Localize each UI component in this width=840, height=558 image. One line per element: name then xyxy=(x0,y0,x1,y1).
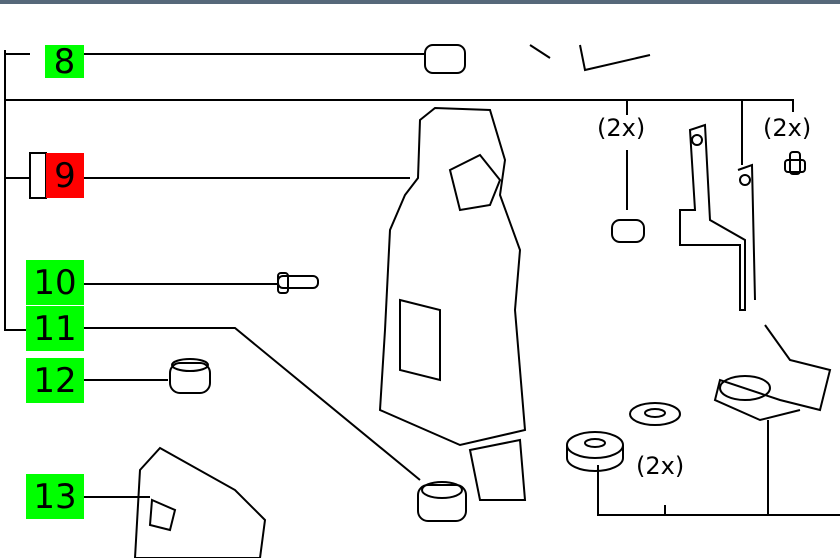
top-bar xyxy=(0,0,840,4)
callout-13[interactable]: 13 xyxy=(26,474,84,519)
part-10-screw xyxy=(277,272,319,294)
part-top-screw xyxy=(529,44,651,72)
callout-9[interactable]: 9 xyxy=(46,153,84,198)
callout-11[interactable]: 11 xyxy=(26,306,84,351)
quantity-label: (2x) xyxy=(763,114,812,142)
part-small-screw xyxy=(784,151,806,175)
part-contact-bracket xyxy=(679,123,756,311)
part-pin xyxy=(611,219,645,243)
part-11-bushing xyxy=(417,481,467,522)
callout-10[interactable]: 10 xyxy=(26,260,84,305)
part-13-cover xyxy=(133,446,267,558)
quantity-label: (2x) xyxy=(597,114,646,142)
callout-12[interactable]: 12 xyxy=(26,358,84,403)
part-9-housing xyxy=(378,106,527,501)
part-washer-2 xyxy=(566,431,624,472)
part-8-bushing xyxy=(424,44,466,74)
leader-lines xyxy=(4,50,840,516)
part-washer-1 xyxy=(629,402,681,426)
part-lever xyxy=(713,324,832,422)
callout-8[interactable]: 8 xyxy=(45,45,84,79)
part-12-sleeve xyxy=(169,358,211,394)
quantity-label: (2x) xyxy=(636,452,685,480)
